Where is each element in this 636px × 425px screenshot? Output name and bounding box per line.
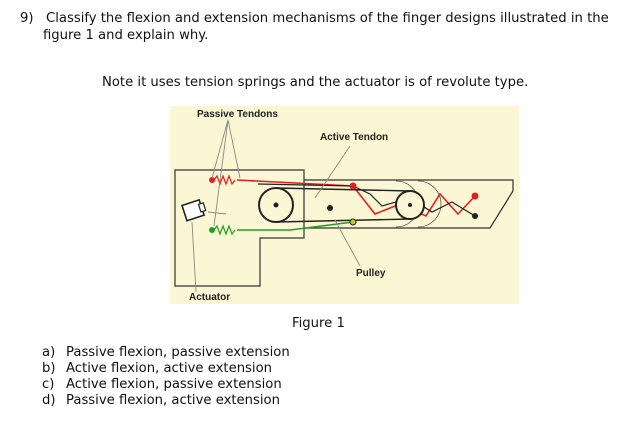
active-tendon-label: Active Tendon xyxy=(320,132,389,143)
red-spring-anchor xyxy=(209,177,215,183)
question-text: Classify the flexion and extension mecha… xyxy=(46,11,609,26)
pulley-left-axle xyxy=(273,202,279,208)
passive-tendon-line xyxy=(237,221,354,231)
passive-tendons-label: Passive Tendons xyxy=(197,109,278,120)
pulley-label: Pulley xyxy=(356,268,386,279)
option-c[interactable]: c)Active flexion, passive extension xyxy=(42,377,282,392)
red-anchor-2 xyxy=(471,192,479,200)
pulley-belt xyxy=(275,187,411,223)
black-anchor-1 xyxy=(327,205,333,211)
answer-options: a)Passive flexion, passive extension b)A… xyxy=(42,345,290,409)
red-anchor-1 xyxy=(349,182,357,190)
option-d[interactable]: d)Passive flexion, active extension xyxy=(42,393,280,408)
figure-caption: Figure 1 xyxy=(292,316,345,331)
question-line-1: 9) Classify the flexion and extension mec… xyxy=(20,10,625,27)
note-text: Note it uses tension springs and the act… xyxy=(102,75,529,90)
option-a[interactable]: a)Passive flexion, passive extension xyxy=(42,345,290,360)
palm-outline xyxy=(174,169,305,287)
red-spring xyxy=(213,174,236,186)
callout-lines xyxy=(191,119,361,293)
joint-arc-2 xyxy=(417,180,442,228)
black-anchor-2 xyxy=(472,213,478,219)
question-line-2: figure 1 and explain why. xyxy=(43,28,209,43)
green-anchor xyxy=(349,218,357,226)
green-spring xyxy=(213,224,236,236)
actuator-label: Actuator xyxy=(189,292,231,303)
actuator-body xyxy=(181,198,207,222)
finger-diagram xyxy=(174,119,514,293)
question: 9) Classify the flexion and extension mec… xyxy=(20,10,625,44)
option-b[interactable]: b)Active flexion, active extension xyxy=(42,361,273,376)
figure-1: Passive Tendons Active Tendon Pulley Act… xyxy=(170,106,519,304)
question-number: 9) xyxy=(20,11,34,26)
green-spring-anchor xyxy=(209,227,215,233)
finger-outline xyxy=(304,179,514,229)
pulley-right-axle xyxy=(408,203,412,207)
